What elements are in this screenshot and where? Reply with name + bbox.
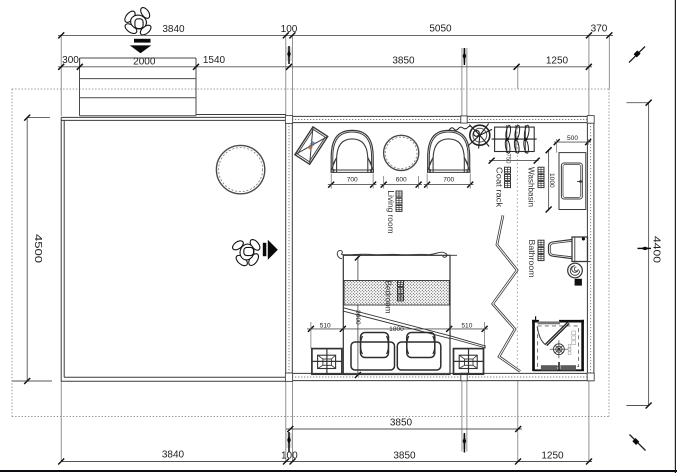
svg-text:Living room: Living room [386,191,395,234]
svg-text:500: 500 [567,135,578,142]
svg-text:600: 600 [396,177,407,184]
svg-text:3840: 3840 [162,450,185,461]
svg-text:3850: 3850 [392,56,415,67]
svg-text:1250: 1250 [546,56,569,67]
svg-text:1540: 1540 [203,55,226,66]
svg-text:700: 700 [443,177,454,184]
svg-text:Bathroom: Bathroom [527,240,536,278]
svg-text:1800: 1800 [389,326,404,333]
svg-text:370: 370 [591,23,608,34]
svg-text:100: 100 [281,24,298,35]
svg-text:4400: 4400 [651,236,662,264]
svg-text:2000: 2000 [354,310,361,325]
svg-text:1000: 1000 [548,173,555,188]
svg-text:2000: 2000 [133,57,156,68]
svg-text:4500: 4500 [32,234,43,264]
svg-text:700: 700 [347,177,358,184]
svg-text:3840: 3840 [162,24,185,35]
svg-text:1250: 1250 [541,450,564,461]
svg-text:Bedroom: Bedroom [384,281,393,314]
svg-text:750: 750 [504,154,510,165]
svg-text:Washbasin: Washbasin [527,167,536,207]
svg-text:510: 510 [320,322,331,329]
svg-text:3850: 3850 [393,450,416,461]
svg-text:Coat rack: Coat rack [495,167,504,208]
svg-text:300: 300 [62,55,79,66]
svg-text:510: 510 [461,322,472,329]
svg-text:100: 100 [281,450,298,461]
svg-text:5050: 5050 [429,24,452,35]
svg-text:3850: 3850 [390,418,413,429]
